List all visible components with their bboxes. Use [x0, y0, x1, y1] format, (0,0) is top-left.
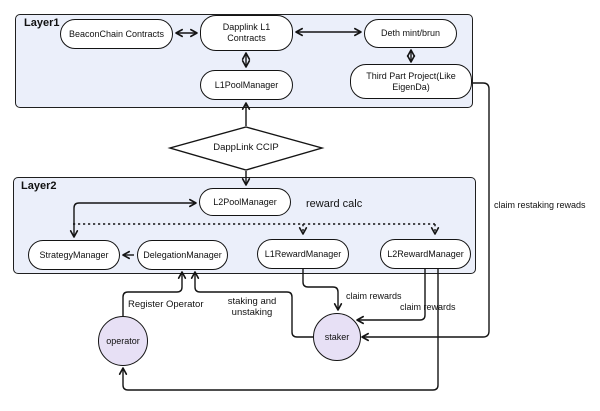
edge-label-claim-rewards-l2: claim rewards [400, 302, 456, 312]
node-l2rewardmanager: L2RewardManager [380, 239, 471, 269]
node-l1rewardmanager: L1RewardManager [257, 239, 349, 269]
node-third-part-project: Third Part Project(Like EigenDa) [350, 64, 472, 99]
edge-label-reward-calc: reward calc [306, 198, 363, 210]
layer1-label: Layer1 [24, 17, 60, 29]
actor-operator: operator [98, 316, 148, 366]
node-dapplink-ccip: DappLink CCIP [213, 142, 279, 153]
node-delegationmanager: DelegationManager [137, 240, 228, 270]
node-l1poolmanager: L1PoolManager [200, 70, 293, 100]
actor-staker: staker [313, 313, 361, 361]
edge-label-register-operator: Register Operator [128, 299, 204, 310]
edge-label-claim-rewards-l1: claim rewards [346, 291, 402, 301]
node-dapplink-l1-contracts: Dapplink L1 Contracts [200, 15, 293, 51]
node-beaconchain-contracts: BeaconChain Contracts [60, 19, 173, 49]
layer2-label: Layer2 [21, 180, 57, 192]
node-l2poolmanager: L2PoolManager [199, 188, 291, 216]
edge-label-claim-restaking-rewads: claim restaking rewads [494, 200, 586, 210]
node-strategymanager: StrategyManager [28, 240, 120, 270]
edge-label-staking-and-unstaking: staking and unstaking [227, 296, 277, 318]
node-deth-mint-brun: Deth mint/brun [364, 19, 457, 48]
